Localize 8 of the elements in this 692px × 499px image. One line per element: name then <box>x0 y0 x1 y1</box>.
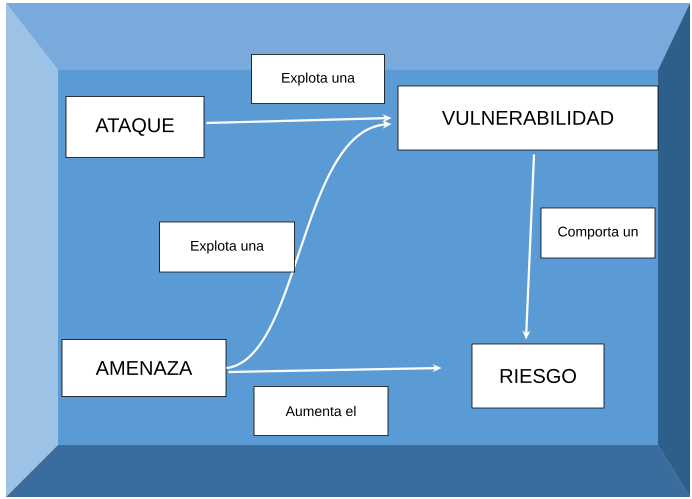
edge-label: Comporta un <box>540 208 656 258</box>
text-box: AMENAZA <box>62 339 226 397</box>
text-box: VULNERABILIDAD <box>398 86 658 150</box>
edge-label: Aumenta el <box>254 386 388 436</box>
text-box: RIESGO <box>472 344 604 408</box>
edge-label: Explota una <box>159 222 295 272</box>
edge-label: Explota una <box>251 54 385 104</box>
text-box: ATAQUE <box>66 96 204 158</box>
